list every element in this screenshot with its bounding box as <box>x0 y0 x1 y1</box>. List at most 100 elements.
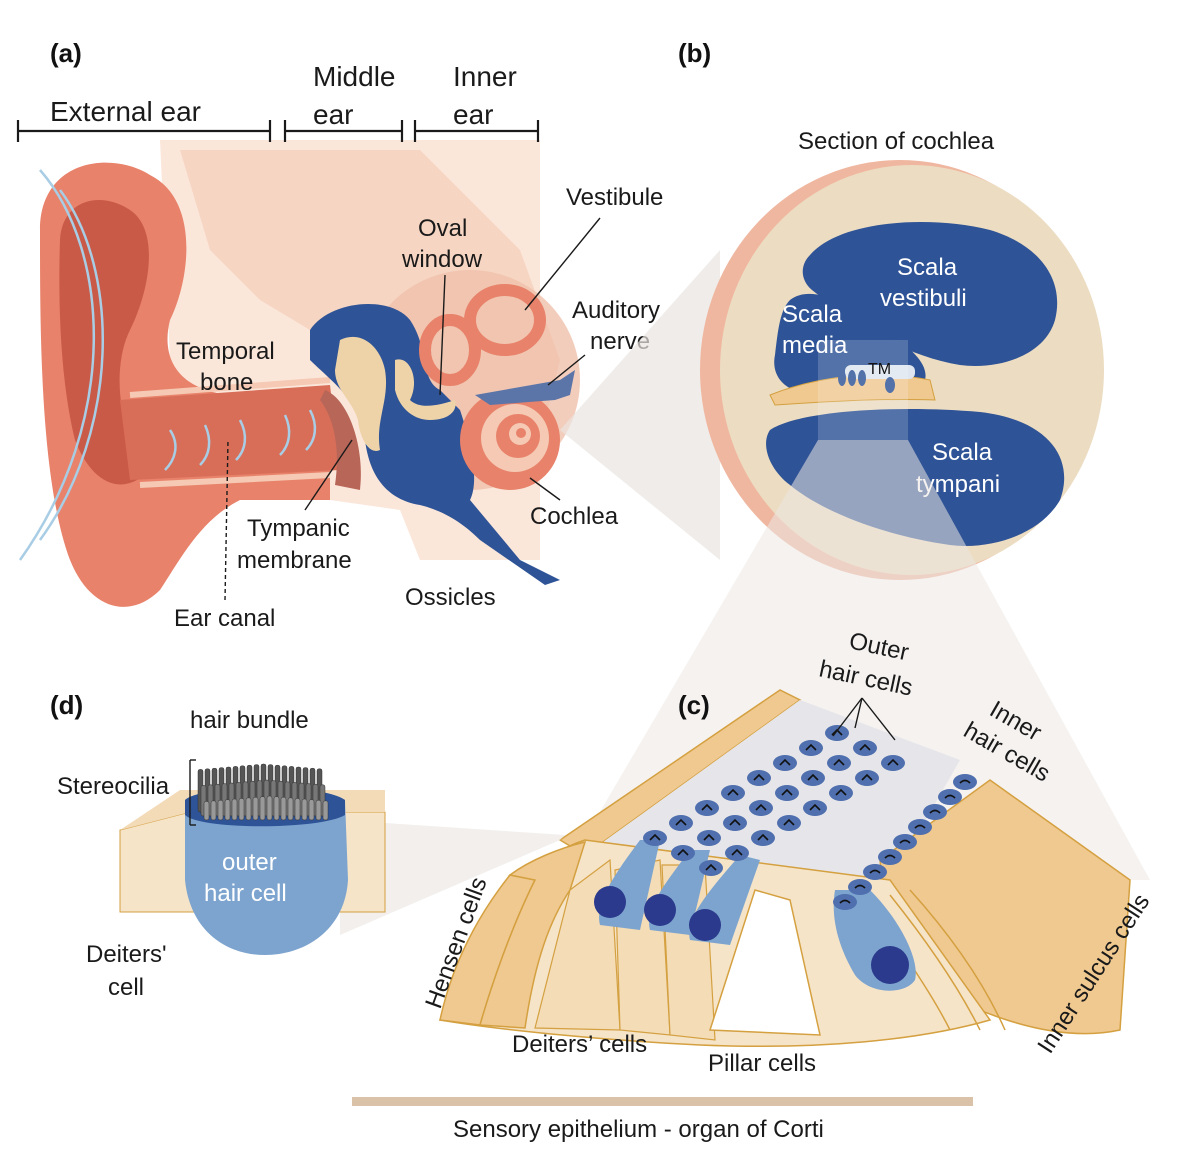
ear-canal-label: Ear canal <box>174 605 275 632</box>
cochlea-label: Cochlea <box>530 503 619 530</box>
outer-hair-cell-top <box>881 755 905 771</box>
cochlea-spiral <box>460 390 560 490</box>
temporal-bone-label-2: bone <box>200 369 253 396</box>
scala-vestibuli-label-2: vestibuli <box>880 285 967 312</box>
ear-canal-wall <box>129 377 331 398</box>
panel-label-c: (c) <box>678 690 710 720</box>
stereocilium <box>287 797 294 821</box>
outer-hair-cell-bodies <box>594 840 760 945</box>
stereocilium <box>203 801 210 821</box>
inner-ear-label-2: ear <box>453 99 493 130</box>
outer-hair-cell-top <box>829 785 853 801</box>
ossicles-shape <box>335 336 456 451</box>
tympanic-membrane-label-1: Tympanic <box>247 515 350 542</box>
stereocilium <box>273 796 280 821</box>
panel-label-b: (b) <box>678 38 711 68</box>
tm-label: TM <box>868 361 891 378</box>
outer-hair-cell-top <box>825 725 849 741</box>
vestibule-label: Vestibule <box>566 184 663 211</box>
footer-bar <box>352 1097 973 1106</box>
inner-hair-cell-top <box>908 819 932 835</box>
stereocilium <box>210 800 217 821</box>
outer-hair-cell-tops <box>643 725 905 876</box>
outer-hair-cell-top <box>803 800 827 816</box>
stereocilia-label: Stereocilia <box>57 773 170 800</box>
outer-hair-cell-top <box>773 755 797 771</box>
stereocilium <box>252 796 259 821</box>
stereocilium <box>301 798 308 821</box>
inner-hair-cell-top <box>833 894 857 910</box>
stereocilium <box>217 799 224 821</box>
stereocilium <box>308 799 315 821</box>
oval-window-label-2: window <box>401 246 483 273</box>
pillar-cells-label: Pillar cells <box>708 1050 816 1077</box>
tympanic-leader <box>304 439 353 511</box>
zoom-wedge-a-to-b <box>560 250 720 560</box>
stereocilium <box>280 796 287 821</box>
inner-hair-cell-top <box>953 774 977 790</box>
oval-window-label-1: Oval <box>418 215 467 242</box>
scala-vestibuli-label-1: Scala <box>897 254 958 281</box>
stereocilium <box>245 797 252 821</box>
footer-caption: Sensory epithelium - organ of Corti <box>453 1116 824 1143</box>
outer-hair-cell-top <box>777 815 801 831</box>
stereocilia-bundle <box>197 763 329 821</box>
outer-hair-cell-top <box>799 740 823 756</box>
inner-hair-cell-top <box>878 849 902 865</box>
outer-hair-cell-top <box>749 800 773 816</box>
middle-ear-label-2: ear <box>313 99 353 130</box>
ear-canal-leader <box>224 439 229 601</box>
outer-hair-cell-label-1: outer <box>222 849 277 876</box>
auditory-nerve-shape <box>475 370 575 405</box>
outer-hair-cell-label-2: hair cell <box>204 880 287 907</box>
hair-bundle-label: hair bundle <box>190 707 309 734</box>
outer-hair-cell-leaders <box>832 697 896 741</box>
scala-tympani-label-1: Scala <box>932 439 993 466</box>
inner-hair-cell-top <box>893 834 917 850</box>
cochlea-leader <box>529 477 561 501</box>
deiters-cell-label-2: cell <box>108 974 144 1001</box>
inner-hair-cell-top <box>863 864 887 880</box>
outer-hair-cell-top <box>747 770 771 786</box>
outer-hair-cell-top <box>697 830 721 846</box>
stereocilium <box>294 798 301 821</box>
vestibule-leader <box>524 217 601 311</box>
stereocilium <box>231 798 238 821</box>
outer-hair-cell-top <box>721 785 745 801</box>
stereocilium <box>224 799 231 821</box>
external-ear-label: External ear <box>50 96 201 127</box>
pinna-inner <box>59 200 150 485</box>
outer-hair-cell-top <box>751 830 775 846</box>
inner-ear-label-1: Inner <box>453 61 517 92</box>
sound-waves <box>18 169 317 561</box>
oval-window-leader <box>439 274 446 396</box>
stereocilium <box>315 799 322 821</box>
tympanic-membrane-shape <box>320 390 361 490</box>
mini-hair-cells <box>838 370 895 393</box>
outer-hair-cell-top <box>855 770 879 786</box>
inner-hair-cell-top <box>938 789 962 805</box>
outer-hair-cell-top <box>725 845 749 861</box>
auditory-nerve-label-1: Auditory <box>572 297 660 324</box>
outer-hair-cell-top <box>669 815 693 831</box>
pillar-cells-tunnel <box>708 889 821 1036</box>
inner-hair-cell-top <box>848 879 872 895</box>
panel-label-d: (d) <box>50 690 83 720</box>
inner-hair-cell-top <box>923 804 947 820</box>
panel-d-hair-cell: (d) hair bundle Stereocilia outer hair c… <box>50 690 565 1001</box>
ear-region-brackets <box>16 120 540 142</box>
panel-label-a: (a) <box>50 38 82 68</box>
outer-hair-cell-top <box>775 785 799 801</box>
inner-hair-cell-tops <box>833 774 977 910</box>
outer-hair-cell-top <box>853 740 877 756</box>
temporal-bone-label-1: Temporal <box>176 338 275 365</box>
zoom-wedge-d <box>340 820 565 935</box>
tympanic-membrane-label-2: membrane <box>237 547 352 574</box>
outer-hair-cell-top <box>671 845 695 861</box>
outer-hair-cell-top <box>699 860 723 876</box>
outer-hair-cell-top <box>801 770 825 786</box>
ear-canal-tube <box>120 385 340 480</box>
middle-ear-label-1: Middle <box>313 61 395 92</box>
stereocilium <box>259 796 266 821</box>
